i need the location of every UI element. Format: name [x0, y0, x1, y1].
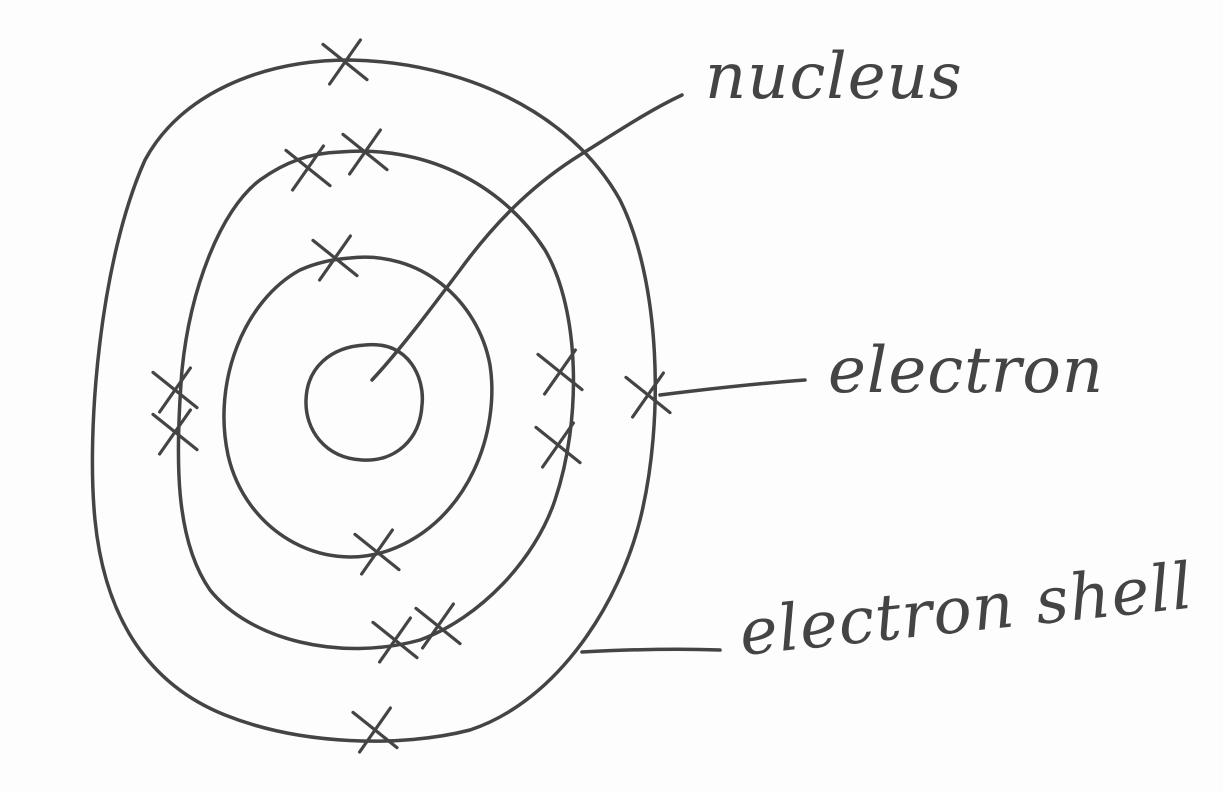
- nucleus-circle: [304, 342, 425, 462]
- electron-pointer-line: [658, 378, 807, 397]
- shell-pointer-line: [580, 647, 722, 654]
- middle-shell-electron-mark: [341, 128, 389, 176]
- outer-shell: [90, 58, 658, 743]
- nucleus-label: nucleus: [705, 40, 963, 114]
- middle-shell-electron-mark: [284, 144, 332, 192]
- outer-shell-electron-mark: [624, 371, 672, 419]
- outer-shell-electron-mark: [351, 706, 399, 754]
- middle-shell-electron-mark: [151, 366, 199, 414]
- middle-shell-electron-mark: [414, 602, 462, 650]
- outer-shell-electron-mark: [321, 38, 369, 86]
- electron-shell-label: electron shell: [736, 550, 1197, 671]
- middle-shell-electron-mark: [534, 421, 582, 469]
- electron-label: electron: [828, 334, 1104, 408]
- middle-shell-electron-mark: [371, 616, 419, 664]
- nucleus-pointer-line: [370, 93, 684, 382]
- inner-shell: [222, 255, 494, 559]
- middle-shell: [176, 149, 576, 651]
- inner-shell-electron-mark: [353, 528, 401, 576]
- middle-shell-electron-mark: [536, 348, 584, 396]
- inner-shell-electron-mark: [311, 234, 359, 282]
- middle-shell-electron-mark: [151, 408, 199, 456]
